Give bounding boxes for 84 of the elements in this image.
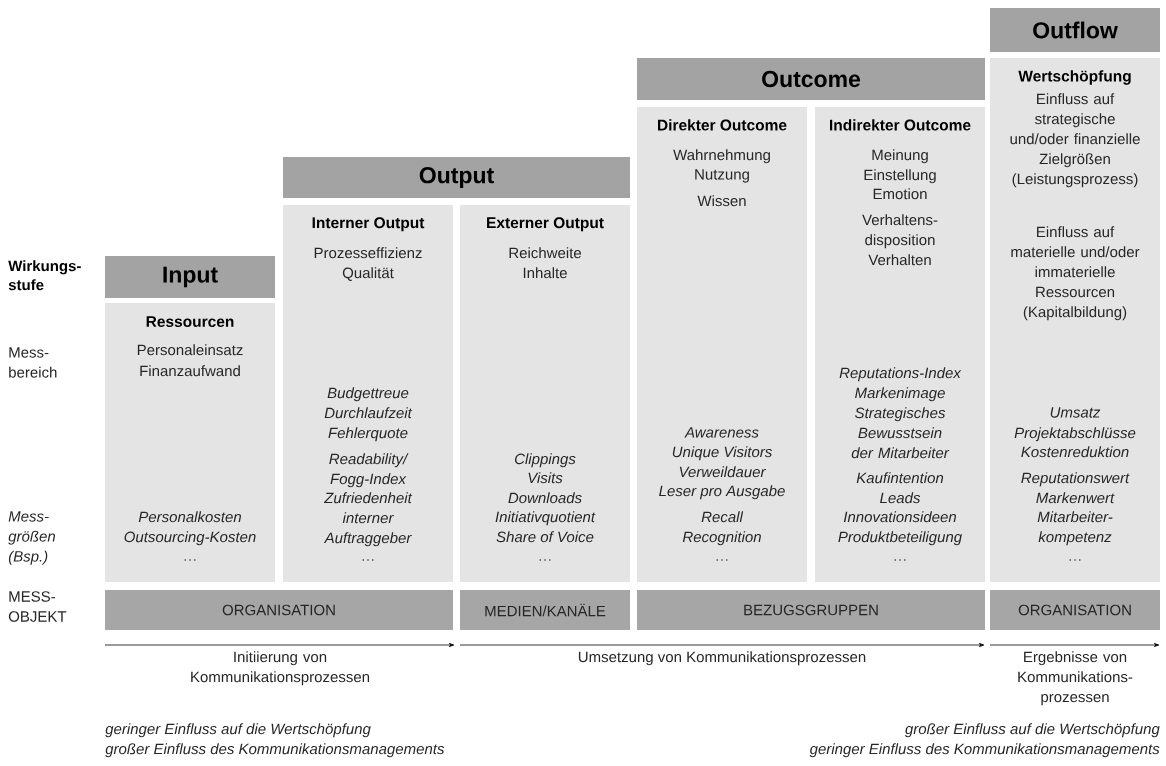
measure-text: Strategisches Bewusstsein der Mitarbeiter (851, 407, 950, 459)
metric-text: Prozesseffizienz (314, 247, 422, 259)
ellipsis: … (716, 559, 728, 561)
metric-text: Verhalten (868, 254, 931, 266)
metric-text: Emotion (873, 188, 927, 200)
measure-text: Recognition (682, 531, 761, 546)
column-heading: Interner Output (312, 217, 425, 232)
measure-text: Markenimage (855, 387, 945, 402)
metric-text: Meinung (872, 149, 928, 164)
measure-text: Initiativquotient (495, 511, 596, 526)
measure-text: Readability/ Fogg-Index (329, 453, 409, 488)
column-panel (105, 303, 275, 582)
stage-header: Outcome (637, 58, 985, 100)
measure-text: Innovationsideen (843, 511, 956, 523)
object-bar: MEDIEN/KANÄLE (460, 590, 630, 630)
process-label: Initiierung von Kommunikationsprozessen (191, 651, 370, 686)
column-panel (990, 58, 1160, 582)
measure-text: Awareness (684, 427, 759, 438)
measure-text: Reputationswert (1021, 472, 1130, 487)
column-panel (460, 205, 630, 582)
row-label: Mess- bereich (9, 347, 57, 378)
column-heading: Externer Output (487, 217, 604, 232)
metric-text: Inhalte (523, 267, 567, 279)
ellipsis: … (184, 559, 196, 561)
measure-text: Leser pro Ausgabe (659, 485, 785, 500)
note-text: großer Einfluss auf die Wertschöpfung (905, 723, 1160, 738)
row-label: Wirkungs- stufe (8, 260, 81, 291)
process-label: Umsetzung von Kommunikationsprozessen (578, 651, 866, 666)
note-text: geringer Einfluss des Kommunikationsmanagements (809, 743, 1160, 758)
row-label: MESS- OBJEKT (8, 591, 67, 622)
column-panel (815, 107, 985, 582)
measure-text: Verweildauer (679, 466, 766, 478)
ellipsis: … (362, 559, 374, 561)
measure-text: Budgettreue (327, 387, 409, 402)
ellipsis: … (1069, 559, 1081, 561)
metric-text: Verhaltens- disposition (862, 214, 938, 249)
metric-text: Finanzaufwand (140, 365, 240, 377)
measure-text: Mitarbeiter- kompetenz (1037, 511, 1113, 546)
column-heading: Direkter Outcome (658, 119, 787, 131)
ellipsis: … (894, 559, 906, 561)
ellipsis: … (539, 559, 551, 561)
measure-text: Visits (528, 472, 563, 484)
metric-text: Einfluss auf materielle und/oder immaterielle Ressourcen (Kapitalbildung) (1011, 226, 1140, 321)
measure-text: Clippings (515, 453, 576, 468)
measure-text: Share of Voice (496, 531, 594, 543)
object-bar: ORGANISATION (105, 590, 453, 630)
measure-text: Produktbeteiligung (838, 531, 962, 546)
column-panel (637, 107, 807, 582)
column-heading: Ressourcen (146, 316, 234, 328)
metric-text: Nutzung (695, 169, 749, 183)
stage-header: Outflow (990, 8, 1160, 52)
measure-text: Fehlerquote (328, 427, 408, 442)
metric-text: Wissen (697, 195, 746, 207)
note-text: geringer Einfluss auf die Wertschöpfung (105, 723, 371, 738)
metric-text: Einstellung (864, 169, 936, 184)
measure-text: Kaufintention (856, 472, 944, 484)
measure-text: Kostenreduktion (1021, 446, 1129, 458)
stage-header: Output (283, 157, 630, 198)
measure-text: Reputations-Index (839, 367, 962, 382)
measure-text: Outsourcing-Kosten (124, 531, 256, 546)
note-text: großer Einfluss des Kommunikationsmanagements (105, 743, 445, 758)
column-heading: Indirekter Outcome (830, 119, 971, 131)
metric-text: Qualität (342, 267, 394, 281)
stage-header: Input (105, 256, 275, 298)
measure-text: Recall (701, 511, 744, 523)
measure-text: Leads (880, 492, 921, 504)
measure-text: Umsatz (1050, 407, 1101, 418)
measure-text: Durchlaufzeit (324, 407, 413, 419)
measure-text: Downloads (508, 492, 582, 504)
metric-text: Wahrnehmung (673, 149, 770, 164)
metric-text: Reichweite (509, 247, 581, 259)
column-panel (283, 205, 453, 582)
metric-text: Personaleinsatz (137, 344, 243, 356)
measure-text: Personalkosten (138, 511, 241, 523)
object-bar: BEZUGSGRUPPEN (637, 590, 985, 630)
measure-text: Zufriedenheit interner Auftraggeber (323, 492, 413, 547)
object-bar: ORGANISATION (990, 590, 1160, 630)
measure-text: Unique Visitors (672, 446, 772, 461)
row-label: Mess- größen (Bsp.) (8, 511, 56, 565)
column-heading: Wertschöpfung (1018, 70, 1131, 85)
process-label: Ergebnisse von Kommunikations- prozessen (1018, 651, 1133, 706)
measure-text: Projektabschlüsse (1014, 427, 1136, 442)
measure-text: Markenwert (1036, 492, 1115, 504)
metric-text: Einfluss auf strategische und/oder finanzielle Zielgrößen (Leistungsprozess) (1010, 93, 1140, 188)
